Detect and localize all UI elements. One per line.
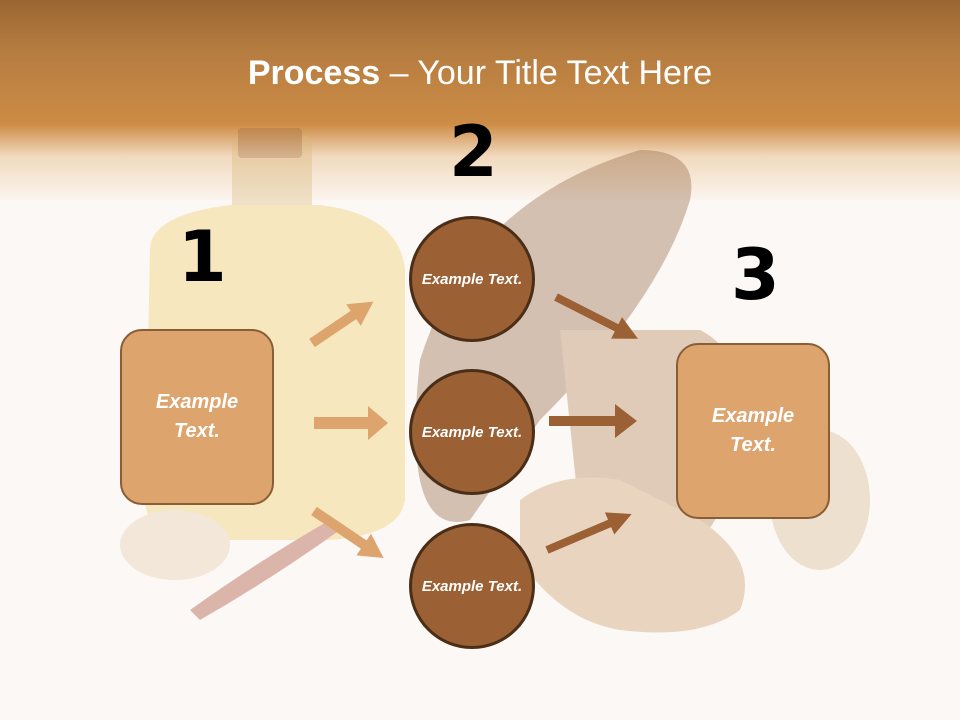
step-number-3: 3 [731, 234, 780, 316]
process-circle-top-label: Example Text. [421, 270, 523, 288]
process-circle-top: Example Text. [409, 216, 535, 342]
process-box-left: Example Text. [120, 329, 274, 505]
arrow-left-to-bottom [311, 506, 384, 558]
arrow-middle-to-right [549, 404, 637, 438]
slide-title: Process – Your Title Text Here [0, 54, 960, 93]
arrow-top-to-right [554, 293, 638, 339]
chili [190, 520, 340, 620]
process-box-right-label: Example Text. [711, 405, 795, 456]
process-circle-bottom-label: Example Text. [421, 577, 523, 595]
process-circle-bottom: Example Text. [409, 523, 535, 649]
step-number-1: 1 [178, 216, 227, 298]
title-bold: Process [247, 54, 381, 92]
arrow-bottom-to-right [545, 512, 632, 554]
process-circle-middle: Example Text. [409, 369, 535, 495]
arrow-left-to-middle [314, 406, 388, 440]
title-rest: – Your Title Text Here [380, 54, 713, 92]
process-circle-middle-label: Example Text. [421, 423, 523, 441]
title-banner [0, 0, 960, 200]
oil-bottle-neck [232, 135, 312, 215]
garlic [120, 510, 230, 580]
process-box-left-label: Example Text. [155, 391, 239, 442]
step-number-2: 2 [449, 111, 498, 193]
process-box-right: Example Text. [676, 343, 830, 519]
arrow-left-to-top [309, 301, 374, 348]
oil-bottle-cork [238, 128, 302, 158]
